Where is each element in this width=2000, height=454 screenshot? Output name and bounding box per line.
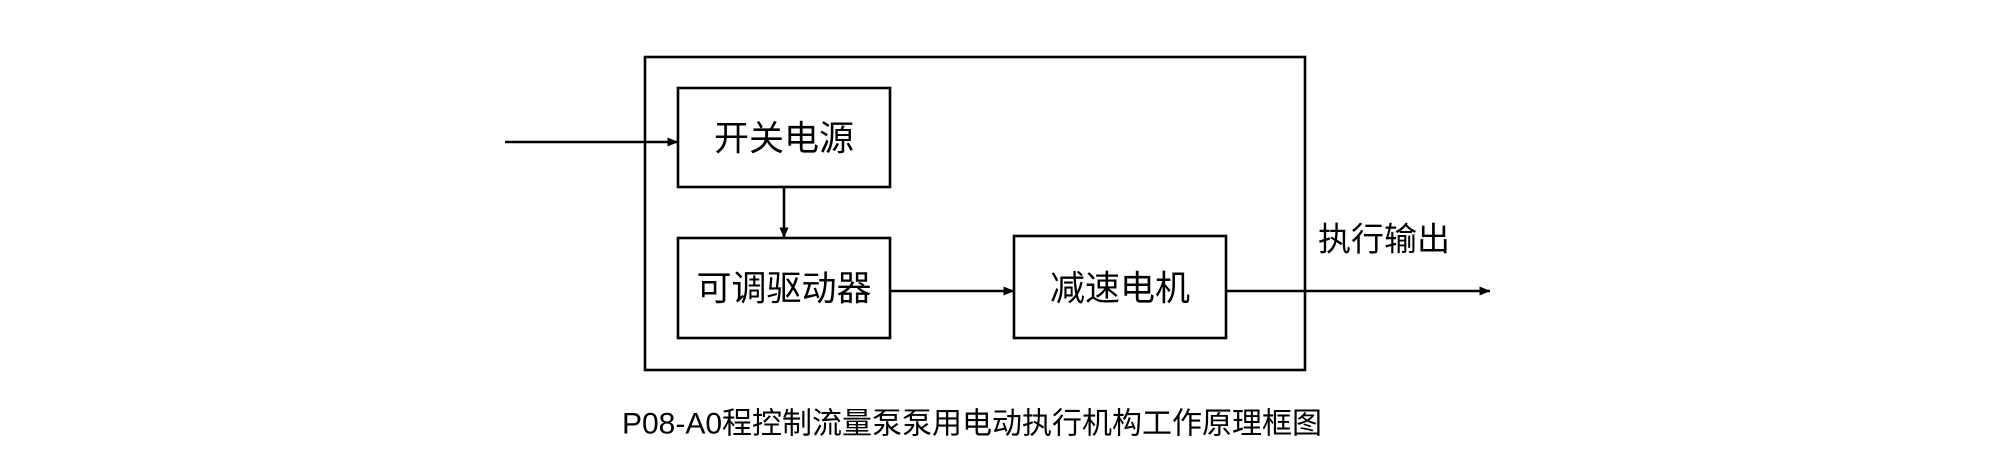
switching-power-supply-block	[676, 86, 892, 189]
adjustable-driver-block	[676, 236, 892, 340]
actuation-output-label: 执行输出	[1318, 221, 1450, 258]
switching-power-supply-label: 开关电源	[714, 120, 854, 159]
gear-motor-label: 减速电机	[1050, 270, 1190, 309]
actuator-housing-boundary	[643, 55, 1307, 372]
gear-motor-block	[1012, 234, 1228, 340]
figure-caption: P08-A0程控制流量泵泵用电动执行机构工作原理框图	[622, 408, 1322, 441]
adjustable-driver-label: 可调驱动器	[696, 270, 871, 309]
